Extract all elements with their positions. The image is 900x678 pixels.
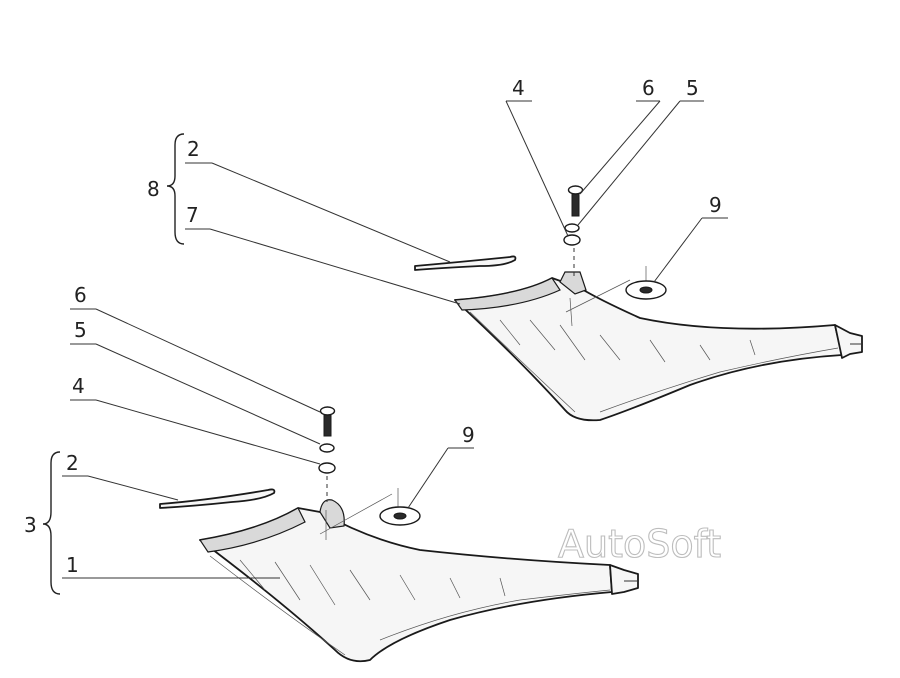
lower-spring-washer: [319, 443, 335, 453]
upper-flat-washer: [563, 234, 581, 246]
callout-6-lower: 6: [74, 283, 87, 307]
upper-screw-head: [567, 185, 584, 195]
callout-4-lower: 4: [72, 374, 85, 398]
callout-7: 7: [186, 203, 199, 227]
callout-4-upper: 4: [512, 76, 525, 100]
callout-1: 1: [66, 553, 79, 577]
lower-mudguard-flange: [198, 507, 306, 553]
upper-brace-8: [166, 133, 185, 245]
upper-mounting-boss: [559, 271, 587, 295]
lower-flat-washer: [318, 462, 336, 474]
callout-9-upper: 9: [709, 193, 722, 217]
upper-screw: [571, 191, 580, 217]
lower-brace-3: [42, 451, 61, 595]
callout-2-upper: 2: [187, 137, 200, 161]
callout-5-lower: 5: [74, 318, 87, 342]
callout-3: 3: [24, 513, 37, 537]
upper-fork-tab: [834, 324, 863, 359]
lower-leaders: [62, 308, 474, 579]
upper-strip: [414, 255, 517, 271]
lower-screw-head: [319, 406, 336, 416]
callout-9-lower: 9: [462, 423, 475, 447]
upper-mudguard-assembly: [414, 185, 863, 422]
callout-8: 8: [147, 177, 160, 201]
upper-leaders: [185, 100, 728, 305]
lower-fork-tab: [609, 564, 639, 595]
upper-spring-washer: [564, 223, 580, 233]
lower-strip: [159, 488, 276, 509]
lower-mudguard-assembly: [159, 406, 639, 663]
callout-2-lower: 2: [66, 451, 79, 475]
watermark-text: AutoSoft: [558, 522, 721, 566]
callout-5-upper: 5: [686, 76, 699, 100]
callout-6-upper: 6: [642, 76, 655, 100]
upper-mudguard-flange: [453, 277, 561, 311]
